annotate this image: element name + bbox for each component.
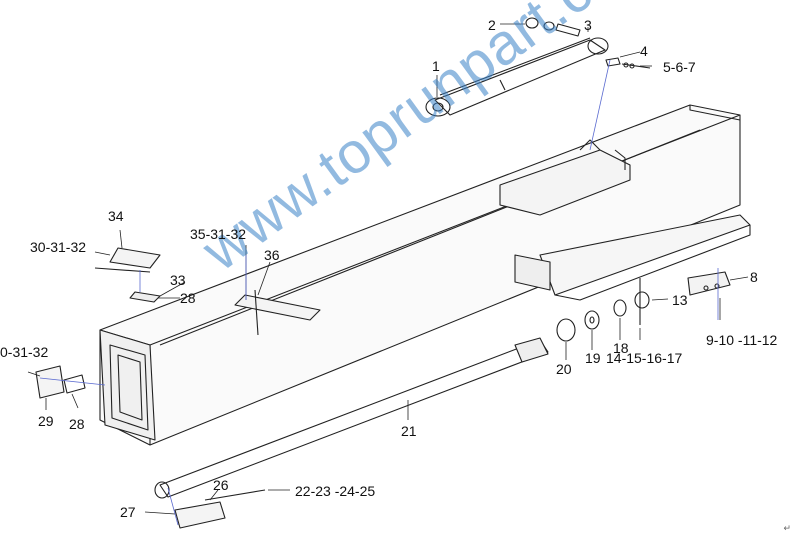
- label-2: 2: [488, 17, 496, 33]
- pin-parts-top: [525, 17, 581, 37]
- telescopic-rod: [154, 337, 549, 499]
- assembly-lines: [39, 59, 719, 526]
- label-9-12: 9-10 -11-12: [706, 332, 778, 348]
- fasteners-4-7: [605, 57, 651, 69]
- plates-28-29: [35, 365, 86, 399]
- cross-bar: [234, 289, 321, 336]
- label-20: 20: [556, 361, 572, 377]
- label-19: 19: [585, 350, 601, 366]
- label-0-31-32: 0-31-32: [0, 344, 49, 360]
- label-26: 26: [213, 477, 229, 493]
- label-35-31-32: 35-31-32: [190, 226, 247, 242]
- label-34: 34: [108, 208, 124, 224]
- label-36: 36: [264, 247, 280, 263]
- label-21: 21: [401, 423, 417, 439]
- label-29: 29: [38, 413, 54, 429]
- label-4: 4: [640, 43, 648, 59]
- label-8: 8: [750, 269, 758, 285]
- cylinder-mount: [499, 139, 631, 216]
- label-30-31-32: 30-31-32: [30, 239, 87, 255]
- hydraulic-cylinder: [425, 37, 609, 117]
- label-14-17: 14-15-16-17: [606, 350, 683, 366]
- label-22-25: 22-23 -24-25: [295, 483, 376, 499]
- plates-33-34: [94, 247, 161, 303]
- inner-beam: [514, 214, 751, 301]
- corner-mark: ↵: [783, 523, 791, 533]
- bottom-bracket: [174, 489, 266, 529]
- label-27: 27: [120, 504, 136, 520]
- label-28-top: 28: [180, 290, 196, 306]
- rod-rings: [556, 278, 650, 342]
- label-33: 33: [170, 272, 186, 288]
- label-1: 1: [432, 58, 440, 74]
- label-5-6-7: 5-6-7: [663, 59, 696, 75]
- label-13: 13: [672, 292, 688, 308]
- label-28-bottom: 28: [69, 416, 85, 432]
- label-3: 3: [584, 17, 592, 33]
- label-18: 18: [613, 340, 629, 356]
- slide-block: [687, 271, 731, 296]
